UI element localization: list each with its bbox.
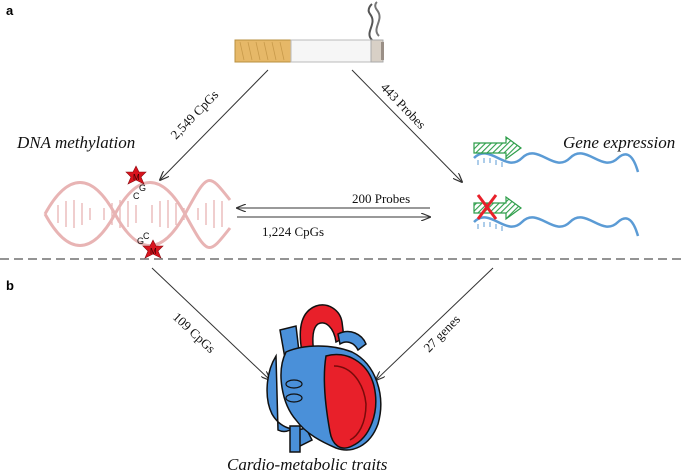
panel-label-a: a [6, 3, 14, 18]
arrow-expression-to-traits [376, 267, 494, 380]
title-dna-methylation: DNA methylation [16, 133, 135, 152]
label-methylation-to-traits: 109 CpGs [170, 309, 219, 356]
cpg-top-c: C [133, 191, 140, 201]
label-smoking-to-methylation: 2,549 CpGs [167, 87, 221, 142]
title-cardio-metabolic-traits: Cardio-metabolic traits [227, 455, 388, 474]
svg-text:M: M [150, 247, 157, 256]
cpg-top-g: G [139, 183, 146, 193]
mrna-icon [473, 152, 640, 173]
label-expression-to-methylation: 200 Probes [352, 191, 410, 206]
transcription-arrow-icon [473, 135, 523, 161]
mrna-icon [473, 216, 640, 237]
title-gene-expression: Gene expression [563, 133, 675, 152]
label-methylation-to-expression: 1,224 CpGs [262, 224, 324, 239]
svg-text:M: M [133, 173, 140, 182]
arrow-smoking-to-methylation [160, 69, 269, 180]
label-smoking-to-expression: 443 Probes [378, 80, 429, 132]
arrow-smoking-to-expression [351, 69, 462, 182]
cpg-bottom-g: G [137, 236, 144, 246]
methyl-star-icon: M [142, 239, 164, 259]
heart-icon [266, 304, 382, 453]
methyl-star-icon: M [125, 165, 147, 185]
label-expression-to-traits: 27 genes [420, 312, 463, 355]
dna-helix-icon [43, 179, 232, 249]
transcription-arrow-icon [473, 195, 523, 221]
block-x-icon [476, 194, 498, 220]
arrow-methylation-to-traits [151, 267, 270, 380]
panel-label-b: b [6, 278, 14, 293]
cigarette-icon [234, 1, 384, 63]
cpg-bottom-c: C [143, 231, 150, 241]
